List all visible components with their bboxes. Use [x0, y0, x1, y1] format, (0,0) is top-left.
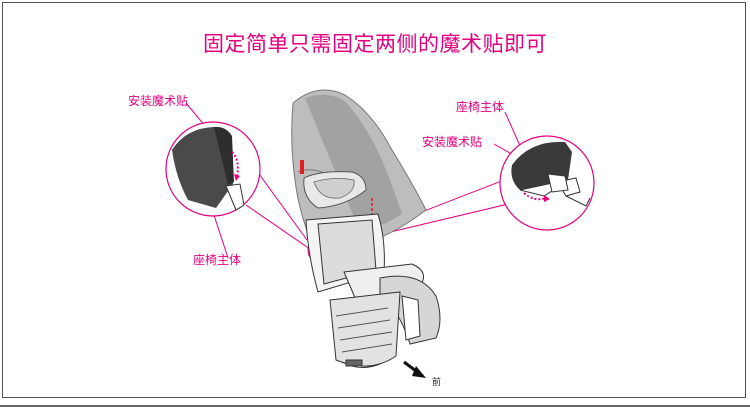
bottom-divider: [0, 405, 750, 407]
label-right-velcro: 安装魔术贴: [422, 135, 483, 149]
label-front: 前: [432, 378, 442, 388]
diagram-title: 固定简单只需固定两侧的魔术贴即可: [203, 32, 547, 56]
seat-body: [305, 213, 441, 368]
label-right-seat-body: 座椅主体: [456, 100, 505, 114]
label-left-seat-body: 座椅主体: [193, 253, 242, 267]
left-zoom-detail: [165, 121, 261, 217]
headrest: [303, 171, 367, 209]
right-zoom-detail: [499, 135, 595, 231]
label-left-velcro: 安装魔术贴: [128, 94, 189, 108]
front-arrow: [403, 360, 426, 378]
